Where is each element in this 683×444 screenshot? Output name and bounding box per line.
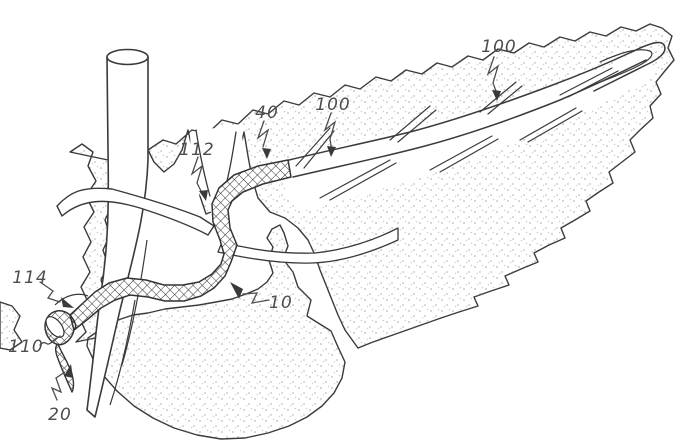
arrow-40 [262, 148, 271, 159]
leader-20 [50, 371, 66, 401]
left-edge-patch [0, 301, 23, 351]
arrow-20 [64, 364, 73, 378]
ref-label-112: 112 [179, 140, 214, 160]
ref-label-40: 40 [255, 103, 279, 123]
label-20: 20 [48, 364, 73, 425]
label-112: 112 [179, 140, 214, 201]
stent-tip [54, 343, 75, 393]
ref-label-20: 20 [48, 405, 72, 425]
accessory-duct-tube [56, 187, 215, 236]
duct-branches [295, 67, 619, 201]
arrow-10 [230, 282, 243, 299]
main-duct-upper-wall [288, 41, 665, 161]
label-10: 10 [230, 282, 293, 313]
label-100-body: 100 [315, 95, 350, 157]
ref-label-100-tail: 100 [481, 37, 516, 57]
ref-label-100-body: 100 [315, 95, 350, 115]
bile-duct-opening [106, 48, 149, 66]
bile-duct-inner-wall-2 [121, 239, 148, 366]
leader-100-tail [486, 56, 500, 92]
label-110: 110 [8, 335, 61, 357]
leader-40 [256, 120, 270, 148]
label-114: 114 [12, 268, 74, 308]
bile-duct-inner-wall-1 [109, 299, 136, 406]
bile-duct-body [86, 56, 149, 418]
leader-10 [242, 292, 270, 304]
duct-channel [285, 44, 655, 212]
reference-labels: 100 100 40 112 10 114 [8, 37, 516, 425]
leader-110 [39, 335, 61, 346]
papilla-fold-line [54, 293, 89, 306]
lower-duct-band [217, 227, 399, 264]
arrow-112 [199, 190, 208, 201]
bile-duct-tube [54, 48, 149, 418]
leader-100-body [323, 112, 337, 147]
leader-112 [190, 156, 204, 192]
stent [44, 159, 292, 393]
ref-label-114: 114 [12, 268, 47, 288]
tail-duct-inner-loop [591, 49, 653, 86]
label-40: 40 [255, 103, 279, 159]
tail-duct-loop [593, 44, 666, 92]
arrow-114 [61, 297, 74, 308]
arrow-100-tail [492, 90, 501, 101]
pancreas-head-stipple [87, 225, 345, 439]
arrow-100-body [327, 146, 336, 157]
ref-label-110: 110 [8, 337, 43, 357]
stent-flare-rim [45, 316, 65, 338]
leader-114 [39, 281, 61, 303]
ref-label-10: 10 [269, 293, 293, 313]
label-100-tail: 100 [481, 37, 516, 101]
pancreatic-duct [195, 41, 666, 206]
